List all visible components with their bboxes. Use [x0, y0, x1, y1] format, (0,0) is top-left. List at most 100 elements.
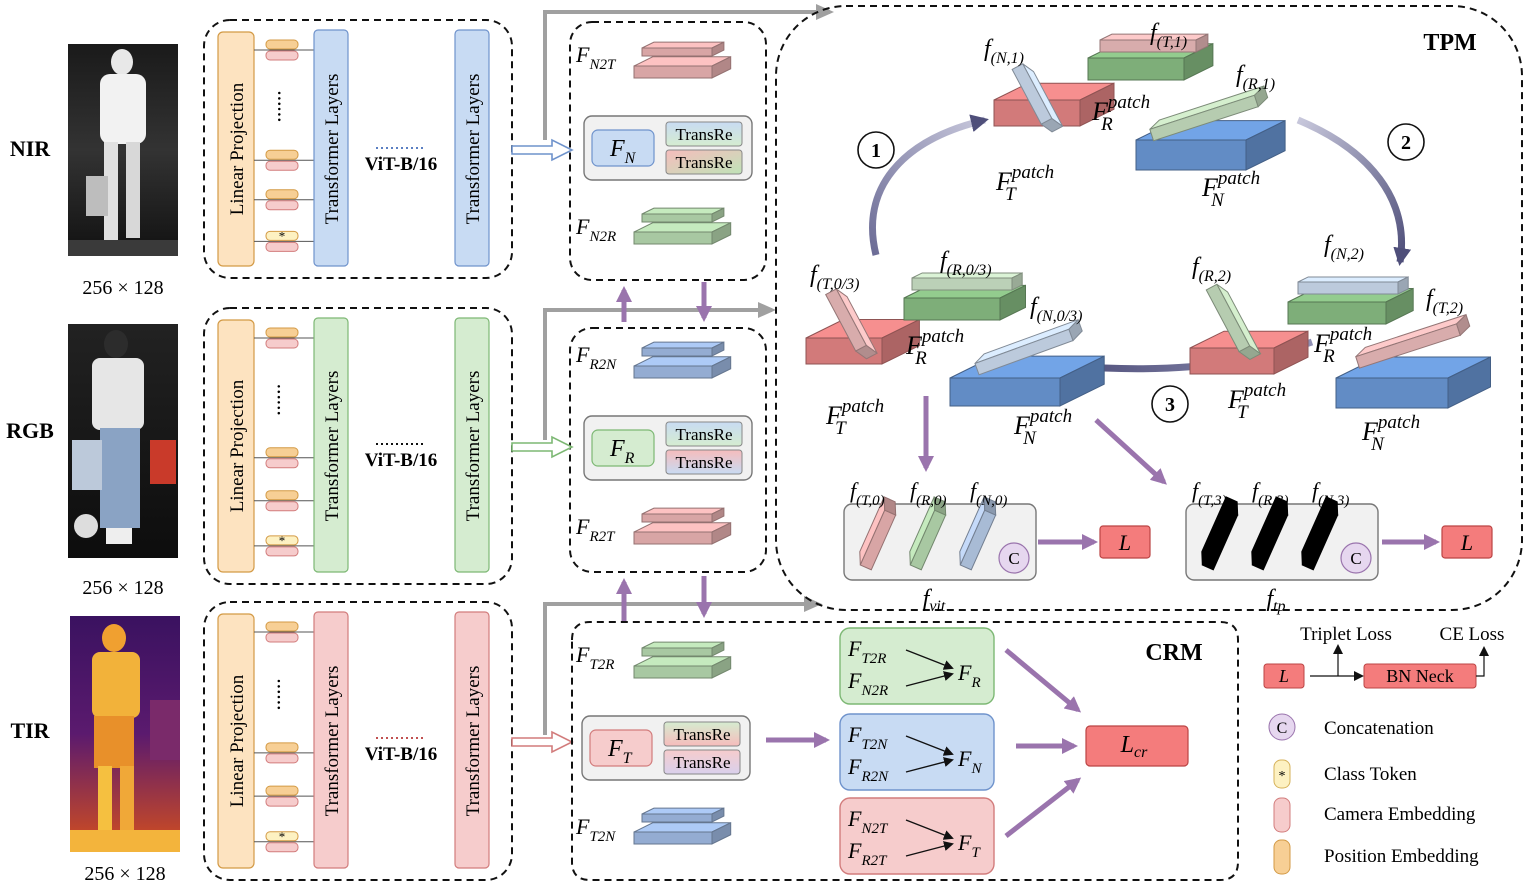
token-body: [1251, 496, 1289, 571]
vit-label: ViT-B/16: [365, 744, 438, 765]
transre-block: [663, 749, 741, 775]
image-size: 256 × 128: [84, 863, 165, 885]
label-f-N1: f(N,1): [984, 36, 1024, 67]
crm-input-label: FT2N: [847, 722, 888, 753]
position-embedding: [265, 189, 299, 200]
module-links: [616, 282, 712, 622]
patch-T-left: [805, 318, 920, 365]
position-embedding-icon: [1273, 839, 1291, 875]
camera-embedding: [265, 546, 299, 557]
token-T1: [1099, 33, 1209, 53]
transre-label: TransRe: [676, 125, 733, 144]
linear-projection-block: [217, 613, 255, 869]
arc-step-1: [869, 114, 989, 256]
output-token: [1251, 496, 1289, 571]
output-token: [959, 496, 997, 571]
token-body: [974, 318, 1083, 376]
camera-embedding: [265, 200, 299, 211]
transre-label: TransRe: [676, 153, 733, 172]
crm-group-box: [839, 797, 995, 875]
crm-input-label: FT2R: [847, 636, 886, 667]
position-embedding: [265, 39, 299, 50]
svg-text:C: C: [1277, 720, 1288, 737]
ce-loss-label: CE Loss: [1440, 624, 1505, 645]
feature-stack-top: [633, 41, 732, 79]
transformer-layers-label: Transformer Layers: [322, 74, 343, 225]
feature-bottom-label: FR2T: [575, 514, 616, 545]
position-embedding: [265, 742, 299, 753]
output-label-R0: f(R,0): [910, 478, 947, 509]
transformer-layers-block: [313, 611, 349, 869]
transformer-layers-block: [454, 29, 490, 267]
transformer-layers-label: Transformer Layers: [463, 74, 484, 225]
class-token: [265, 230, 299, 241]
modality-tir: TIR 256 × 128: [10, 616, 180, 885]
feature-base: [633, 655, 732, 679]
class-token-mark: *: [279, 829, 286, 844]
svg-text:Lcr: Lcr: [1120, 732, 1148, 761]
token-body: [859, 496, 897, 571]
token-R1: [1149, 85, 1269, 142]
label-f-R2: f(R,2): [1192, 254, 1231, 285]
legend: L BN Neck Triplet Loss CE Loss C Concate…: [1263, 624, 1505, 875]
token-body: [1301, 496, 1339, 571]
legend-concatenation: Concatenation: [1324, 718, 1434, 739]
crm-input-label: FN2T: [847, 806, 889, 837]
camera-embedding: [265, 842, 299, 853]
transre-label: TransRe: [674, 725, 731, 744]
modality-rgb: RGB 256 × 128: [6, 324, 178, 599]
camera-embedding: [265, 458, 299, 469]
svg-text:C: C: [1008, 549, 1019, 568]
tpm-border: [775, 5, 1523, 611]
transformer-layers-block: [454, 317, 490, 573]
image-size: 256 × 128: [82, 577, 163, 599]
class-token-mark: *: [279, 533, 286, 548]
transre-block: [665, 149, 743, 175]
camera-embedding: [265, 501, 299, 512]
main-feature-label: FT: [607, 736, 633, 767]
feature-stack-bottom: [633, 507, 732, 545]
loss-box: [1441, 525, 1493, 559]
modality-nir: NIR 256 × 128: [10, 44, 178, 299]
token-R03: [911, 272, 1023, 291]
step-number: 1: [871, 140, 881, 162]
class-token: [265, 831, 299, 842]
token-body: [909, 496, 947, 571]
transformer-layers-label: Transformer Layers: [322, 371, 343, 522]
ellipsis: ……: [273, 678, 290, 710]
feature-stack-bottom: [633, 207, 732, 245]
camera-embedding-icon: [1273, 797, 1291, 833]
camera-embedding: [265, 753, 299, 764]
label-f-R1: f(R,1): [1236, 62, 1275, 93]
modality-label: RGB: [6, 418, 54, 443]
camera-embedding: [265, 160, 299, 171]
legend-loss-label: L: [1278, 666, 1289, 686]
output-label-N3: f(N,3): [1312, 478, 1349, 509]
step-3-marker: [1151, 385, 1189, 423]
transformer-layers-label: Transformer Layers: [463, 371, 484, 522]
transre-block: [663, 721, 741, 747]
linear-projection-block: [217, 319, 255, 573]
feature-bar: [641, 641, 725, 657]
arrow-r-to-lcr: [1004, 648, 1082, 713]
input-arrow: [511, 730, 574, 754]
main-feature-box: [589, 729, 653, 767]
gray-arrow: [543, 596, 822, 735]
feature-bar: [641, 207, 725, 223]
tir-image: [70, 616, 180, 852]
feature-base: [633, 355, 732, 379]
position-embedding: [265, 785, 299, 796]
module-border: [569, 21, 767, 281]
loss-label: L: [1118, 530, 1131, 555]
module-border: [569, 327, 767, 573]
camera-embedding: [265, 338, 299, 349]
